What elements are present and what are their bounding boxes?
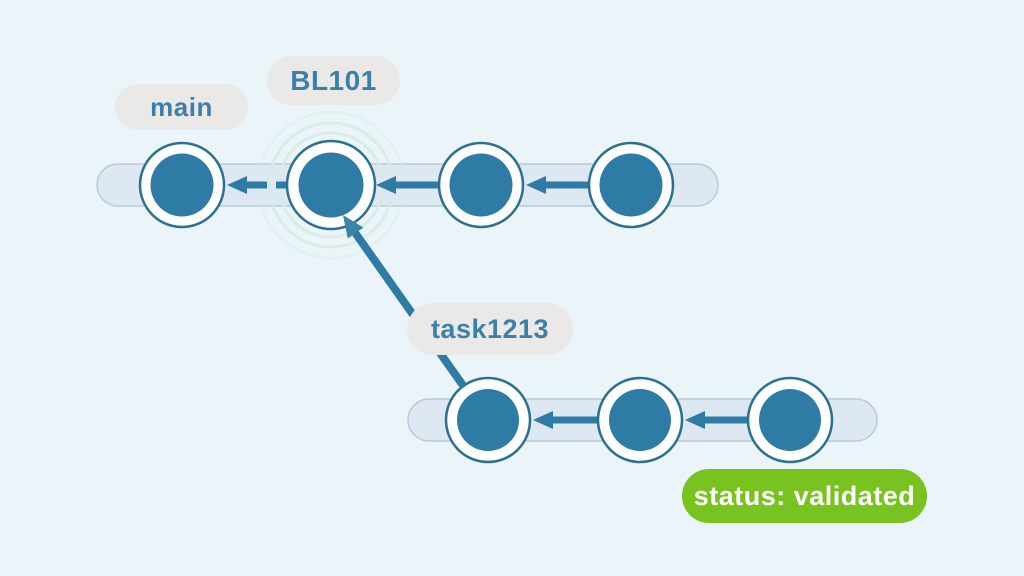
status-badge: status: validated: [682, 469, 927, 523]
merge-arrow: [343, 215, 466, 388]
task-arrow-1: [533, 411, 597, 429]
main-commit-2-baseline: [285, 139, 377, 231]
task-branch-label: task1213: [407, 303, 573, 355]
baseline-commit-label: BL101: [267, 56, 400, 105]
task-commit-3: [746, 376, 834, 464]
main-arrow-3: [526, 176, 588, 194]
main-arrow-1: [227, 176, 287, 194]
main-commit-3: [437, 141, 525, 229]
task-arrow-2: [685, 411, 747, 429]
main-branch-label: main: [115, 84, 248, 130]
task-commit-2: [596, 376, 684, 464]
main-arrow-2: [376, 176, 438, 194]
main-commit-4: [587, 141, 675, 229]
task-commit-1: [444, 376, 532, 464]
main-commit-1: [138, 141, 226, 229]
